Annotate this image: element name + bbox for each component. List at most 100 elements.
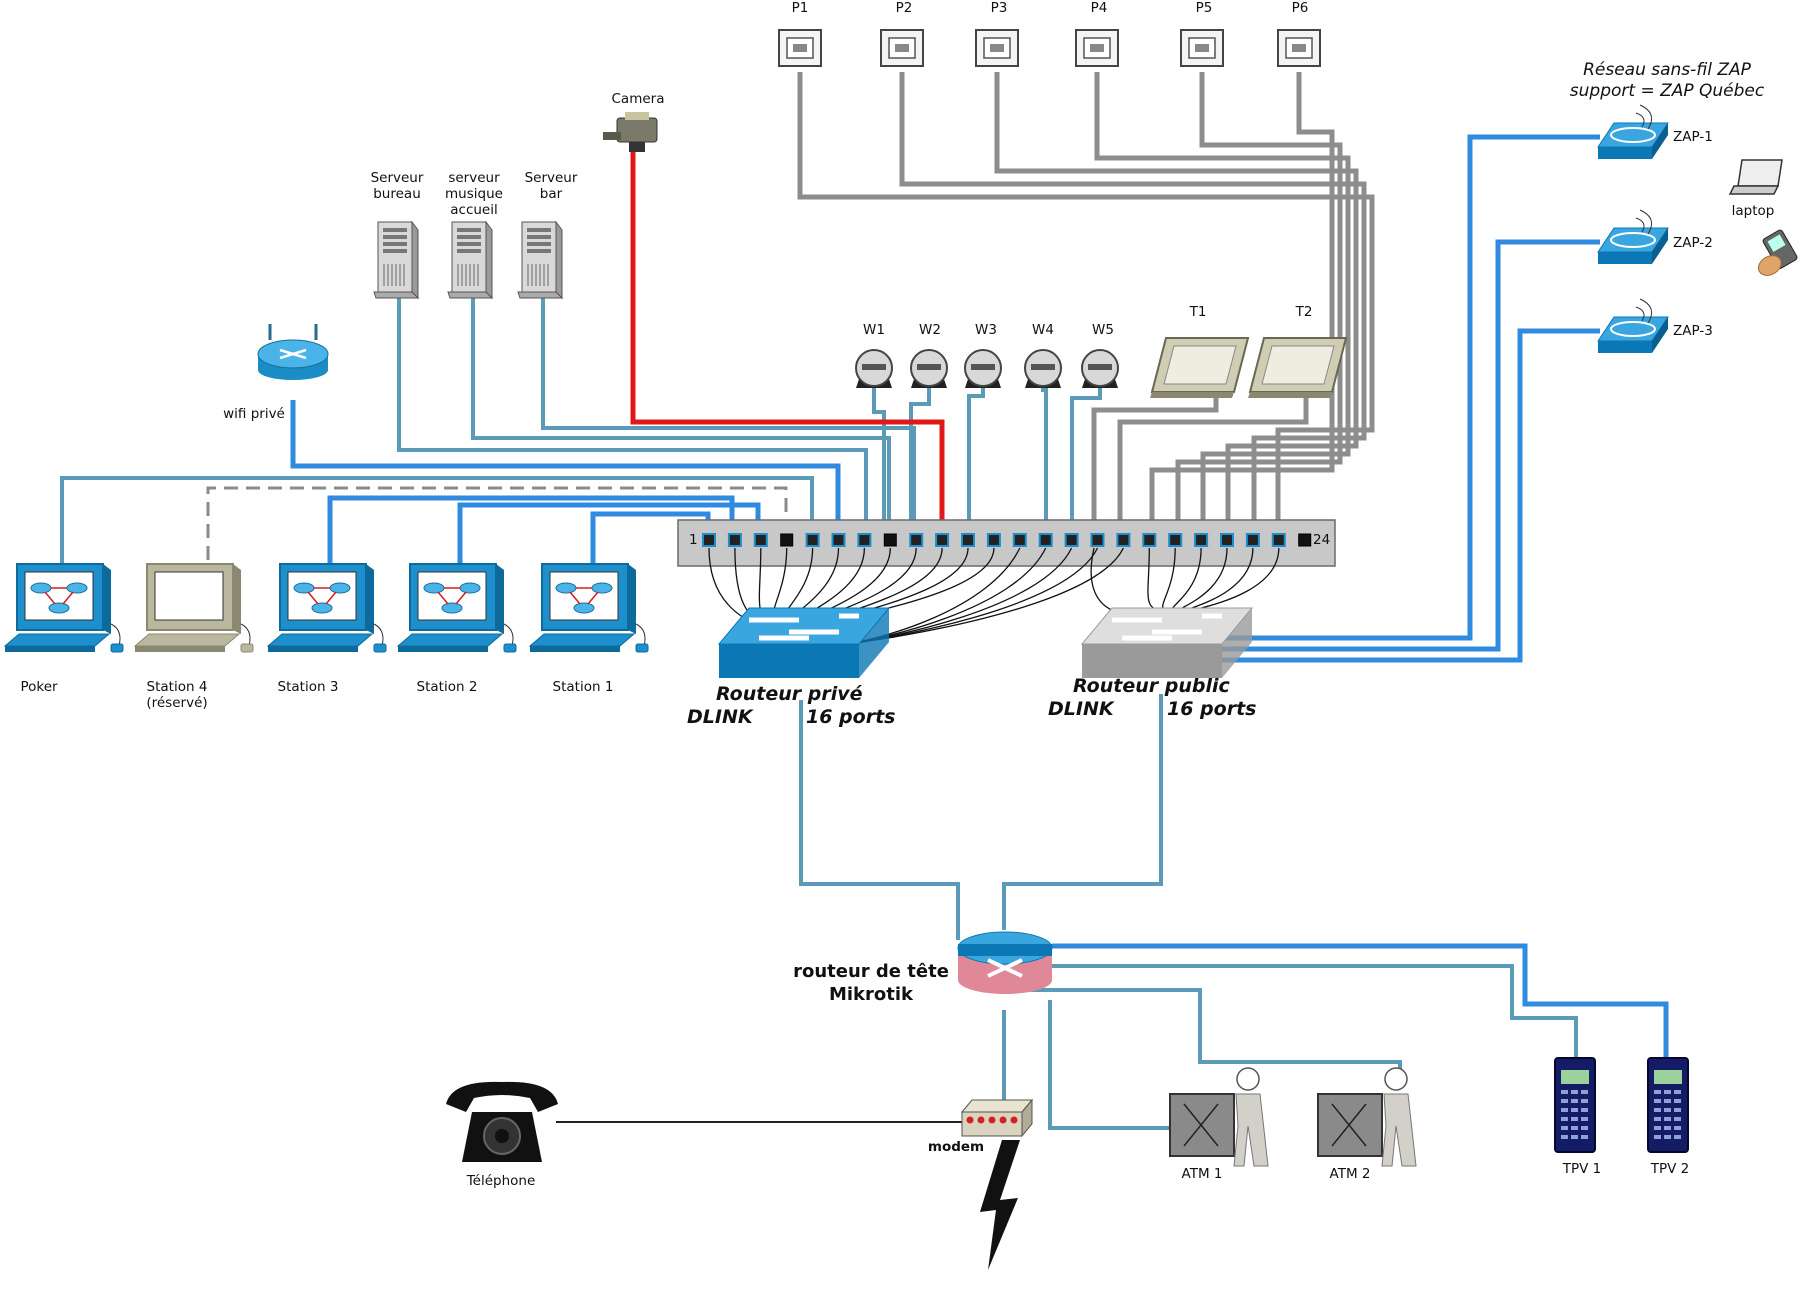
dome-lens: [1031, 364, 1055, 370]
switch-arrows: [749, 613, 859, 641]
tpv-key: [1581, 1135, 1588, 1139]
tpv-key: [1581, 1099, 1588, 1103]
workstation-icon: [3, 563, 124, 653]
modem-front: [961, 1111, 1023, 1137]
patch-port-22: [1245, 533, 1260, 547]
cable-t2: [1117, 390, 1309, 540]
patch-panel: [677, 519, 1336, 567]
tpv-screen: [1561, 1070, 1589, 1084]
server-bar-label-1: Serveur: [525, 170, 578, 186]
server-bay: [457, 242, 481, 246]
tpv-key: [1571, 1099, 1578, 1103]
server-chassis: [377, 221, 413, 293]
patch-port-17: [1116, 533, 1131, 547]
w4-label: W4: [1032, 322, 1054, 338]
tpv-key: [1674, 1099, 1681, 1103]
person-body: [1381, 1093, 1417, 1167]
tpv-key: [1674, 1117, 1681, 1121]
tpv-key: [1664, 1117, 1671, 1121]
label-layer: P1 P2 P3 P4 P5 P6 Camera Serveur bureau …: [20, 0, 1774, 1189]
handheld-screen: [1767, 234, 1786, 252]
keyboard-front: [268, 646, 358, 652]
cable-station-4: [206, 486, 788, 560]
tpv-key: [1571, 1135, 1578, 1139]
patch-port-12: [986, 533, 1001, 547]
cable-wifi-prive: [290, 400, 841, 540]
wall-port-pins-p3: [990, 44, 1004, 52]
switch-front: [1082, 644, 1222, 678]
server-tower-icon: [373, 220, 420, 300]
tpv-key: [1654, 1090, 1661, 1094]
cable-zap-2: [1218, 239, 1600, 652]
screen-link: [44, 587, 74, 605]
server-musique-label-2: musique: [445, 186, 503, 202]
person-head: [1384, 1067, 1408, 1091]
dome-lens: [917, 364, 941, 370]
screen-router-icon: [329, 582, 351, 594]
terminal-tablet-icon: [1150, 337, 1250, 398]
tpv-key: [1674, 1108, 1681, 1112]
cable-p6: [1149, 72, 1335, 540]
keyboard-front: [530, 646, 620, 652]
screen-router-icon: [573, 602, 595, 614]
monitor-side: [628, 564, 636, 634]
wall-port-pins-p2: [895, 44, 909, 52]
tablet-edge: [1150, 392, 1234, 398]
dome-camera-icon: [1081, 349, 1119, 388]
patch-port-10: [935, 533, 950, 547]
screen-router-icon: [423, 582, 445, 594]
tpv-key: [1561, 1099, 1568, 1103]
modem-led: [977, 1116, 985, 1124]
tpv-key: [1654, 1117, 1661, 1121]
cable-atm-1: [1048, 1000, 1170, 1130]
workstation-icon: [266, 563, 387, 653]
patch-port-11: [961, 533, 975, 547]
tpv-key: [1581, 1126, 1588, 1130]
atm-1-label: ATM 1: [1182, 1166, 1223, 1182]
cable-w2: [909, 382, 931, 540]
tpv-key: [1571, 1108, 1578, 1112]
wifi-prive-router-icon: [257, 324, 329, 380]
wifi-prive-label: wifi privé: [223, 406, 285, 422]
switch-private-label-2b: 16 ports: [806, 706, 895, 728]
w1-label: W1: [863, 322, 885, 338]
keyboard-front: [135, 646, 225, 652]
workstation-icon: [528, 563, 649, 653]
patch-port-7: [857, 533, 872, 547]
tpv-key: [1561, 1126, 1568, 1130]
keyboard: [266, 633, 374, 647]
patch-port-19: [1168, 533, 1183, 547]
server-bay: [527, 228, 551, 232]
screen-router-icon: [441, 602, 463, 614]
server-side: [555, 220, 563, 300]
camera-label: Camera: [612, 91, 665, 107]
atm-2-label: ATM 2: [1330, 1166, 1371, 1182]
server-bay: [457, 228, 481, 232]
tpv-key: [1674, 1135, 1681, 1139]
tpv-key: [1581, 1090, 1588, 1094]
cable-serveur-musique: [471, 290, 891, 540]
port-label-p6: P6: [1292, 0, 1309, 16]
zap-ap-icon: [1597, 298, 1669, 353]
screen-router-icon: [311, 602, 333, 614]
server-bay: [383, 235, 407, 239]
patch-port-14: [1038, 533, 1053, 547]
cable-zap-1: [1218, 134, 1600, 641]
wall-port-pins-p5: [1195, 44, 1209, 52]
telephone-icon: [446, 1081, 558, 1162]
screen-router-icon: [555, 582, 577, 594]
cable-station-3: [327, 495, 735, 568]
keyboard: [528, 633, 636, 647]
device-layer: [3, 29, 1798, 1270]
cable-w3: [967, 382, 985, 540]
server-bay: [457, 235, 481, 239]
cable-private-uplink: [799, 700, 960, 940]
mouse: [110, 643, 124, 653]
ap-ring: [1610, 127, 1656, 143]
telephone-handset: [446, 1081, 558, 1112]
cable-tpv-2: [1052, 943, 1669, 1060]
ap-signal: [1635, 209, 1653, 235]
modem-led: [999, 1116, 1007, 1124]
cable-zap-3: [1218, 328, 1600, 663]
cable-camera: [630, 150, 945, 540]
